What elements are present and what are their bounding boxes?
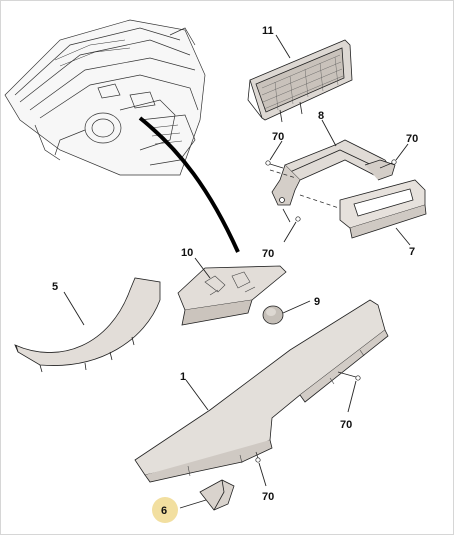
callout-10: 10 <box>181 247 193 259</box>
callout-70-c: 70 <box>262 248 274 260</box>
callout-11: 11 <box>262 25 274 37</box>
leader-70d <box>347 380 357 413</box>
callout-70-a: 70 <box>272 131 284 143</box>
leader-70c <box>283 221 297 243</box>
callout-6-highlight <box>152 497 178 523</box>
leader-6 <box>179 499 207 509</box>
leader-70a <box>269 140 283 161</box>
callout-9: 9 <box>314 296 320 308</box>
assembly-dash-70 <box>269 169 297 179</box>
leader-11 <box>275 34 291 59</box>
detail-pointer-line <box>138 116 240 253</box>
leader-9 <box>282 300 311 314</box>
callout-70-e: 70 <box>262 491 274 503</box>
leader-1 <box>185 379 209 411</box>
callout-6: 6 <box>161 505 167 517</box>
part-5-trim <box>14 277 161 373</box>
callout-1: 1 <box>180 371 186 383</box>
dashboard-overview-illustration <box>4 19 206 176</box>
leader-70b <box>395 143 409 161</box>
part-6-clip <box>199 479 235 511</box>
callout-5: 5 <box>52 281 58 293</box>
screw-70-mid <box>295 216 301 222</box>
callout-70-d: 70 <box>340 419 352 431</box>
leader-5 <box>63 291 85 326</box>
callout-7: 7 <box>409 246 415 258</box>
part-7-display-frame <box>339 179 427 239</box>
part-10-cover <box>177 265 287 326</box>
callout-70-b: 70 <box>406 133 418 145</box>
leader-8 <box>321 119 337 147</box>
part-11-grille <box>247 39 353 123</box>
screw-70-right <box>337 371 361 381</box>
part-8-bracket <box>271 139 396 223</box>
leader-70e <box>258 462 267 487</box>
screw-70-bottom <box>255 451 261 463</box>
screw-70-top-right <box>379 159 397 169</box>
callout-8: 8 <box>318 110 324 122</box>
part-9-plug <box>262 305 284 325</box>
leader-7 <box>395 227 411 246</box>
screw-70-top-left <box>265 160 284 169</box>
leader-10 <box>194 257 211 279</box>
part-1-side-trim <box>134 299 389 483</box>
